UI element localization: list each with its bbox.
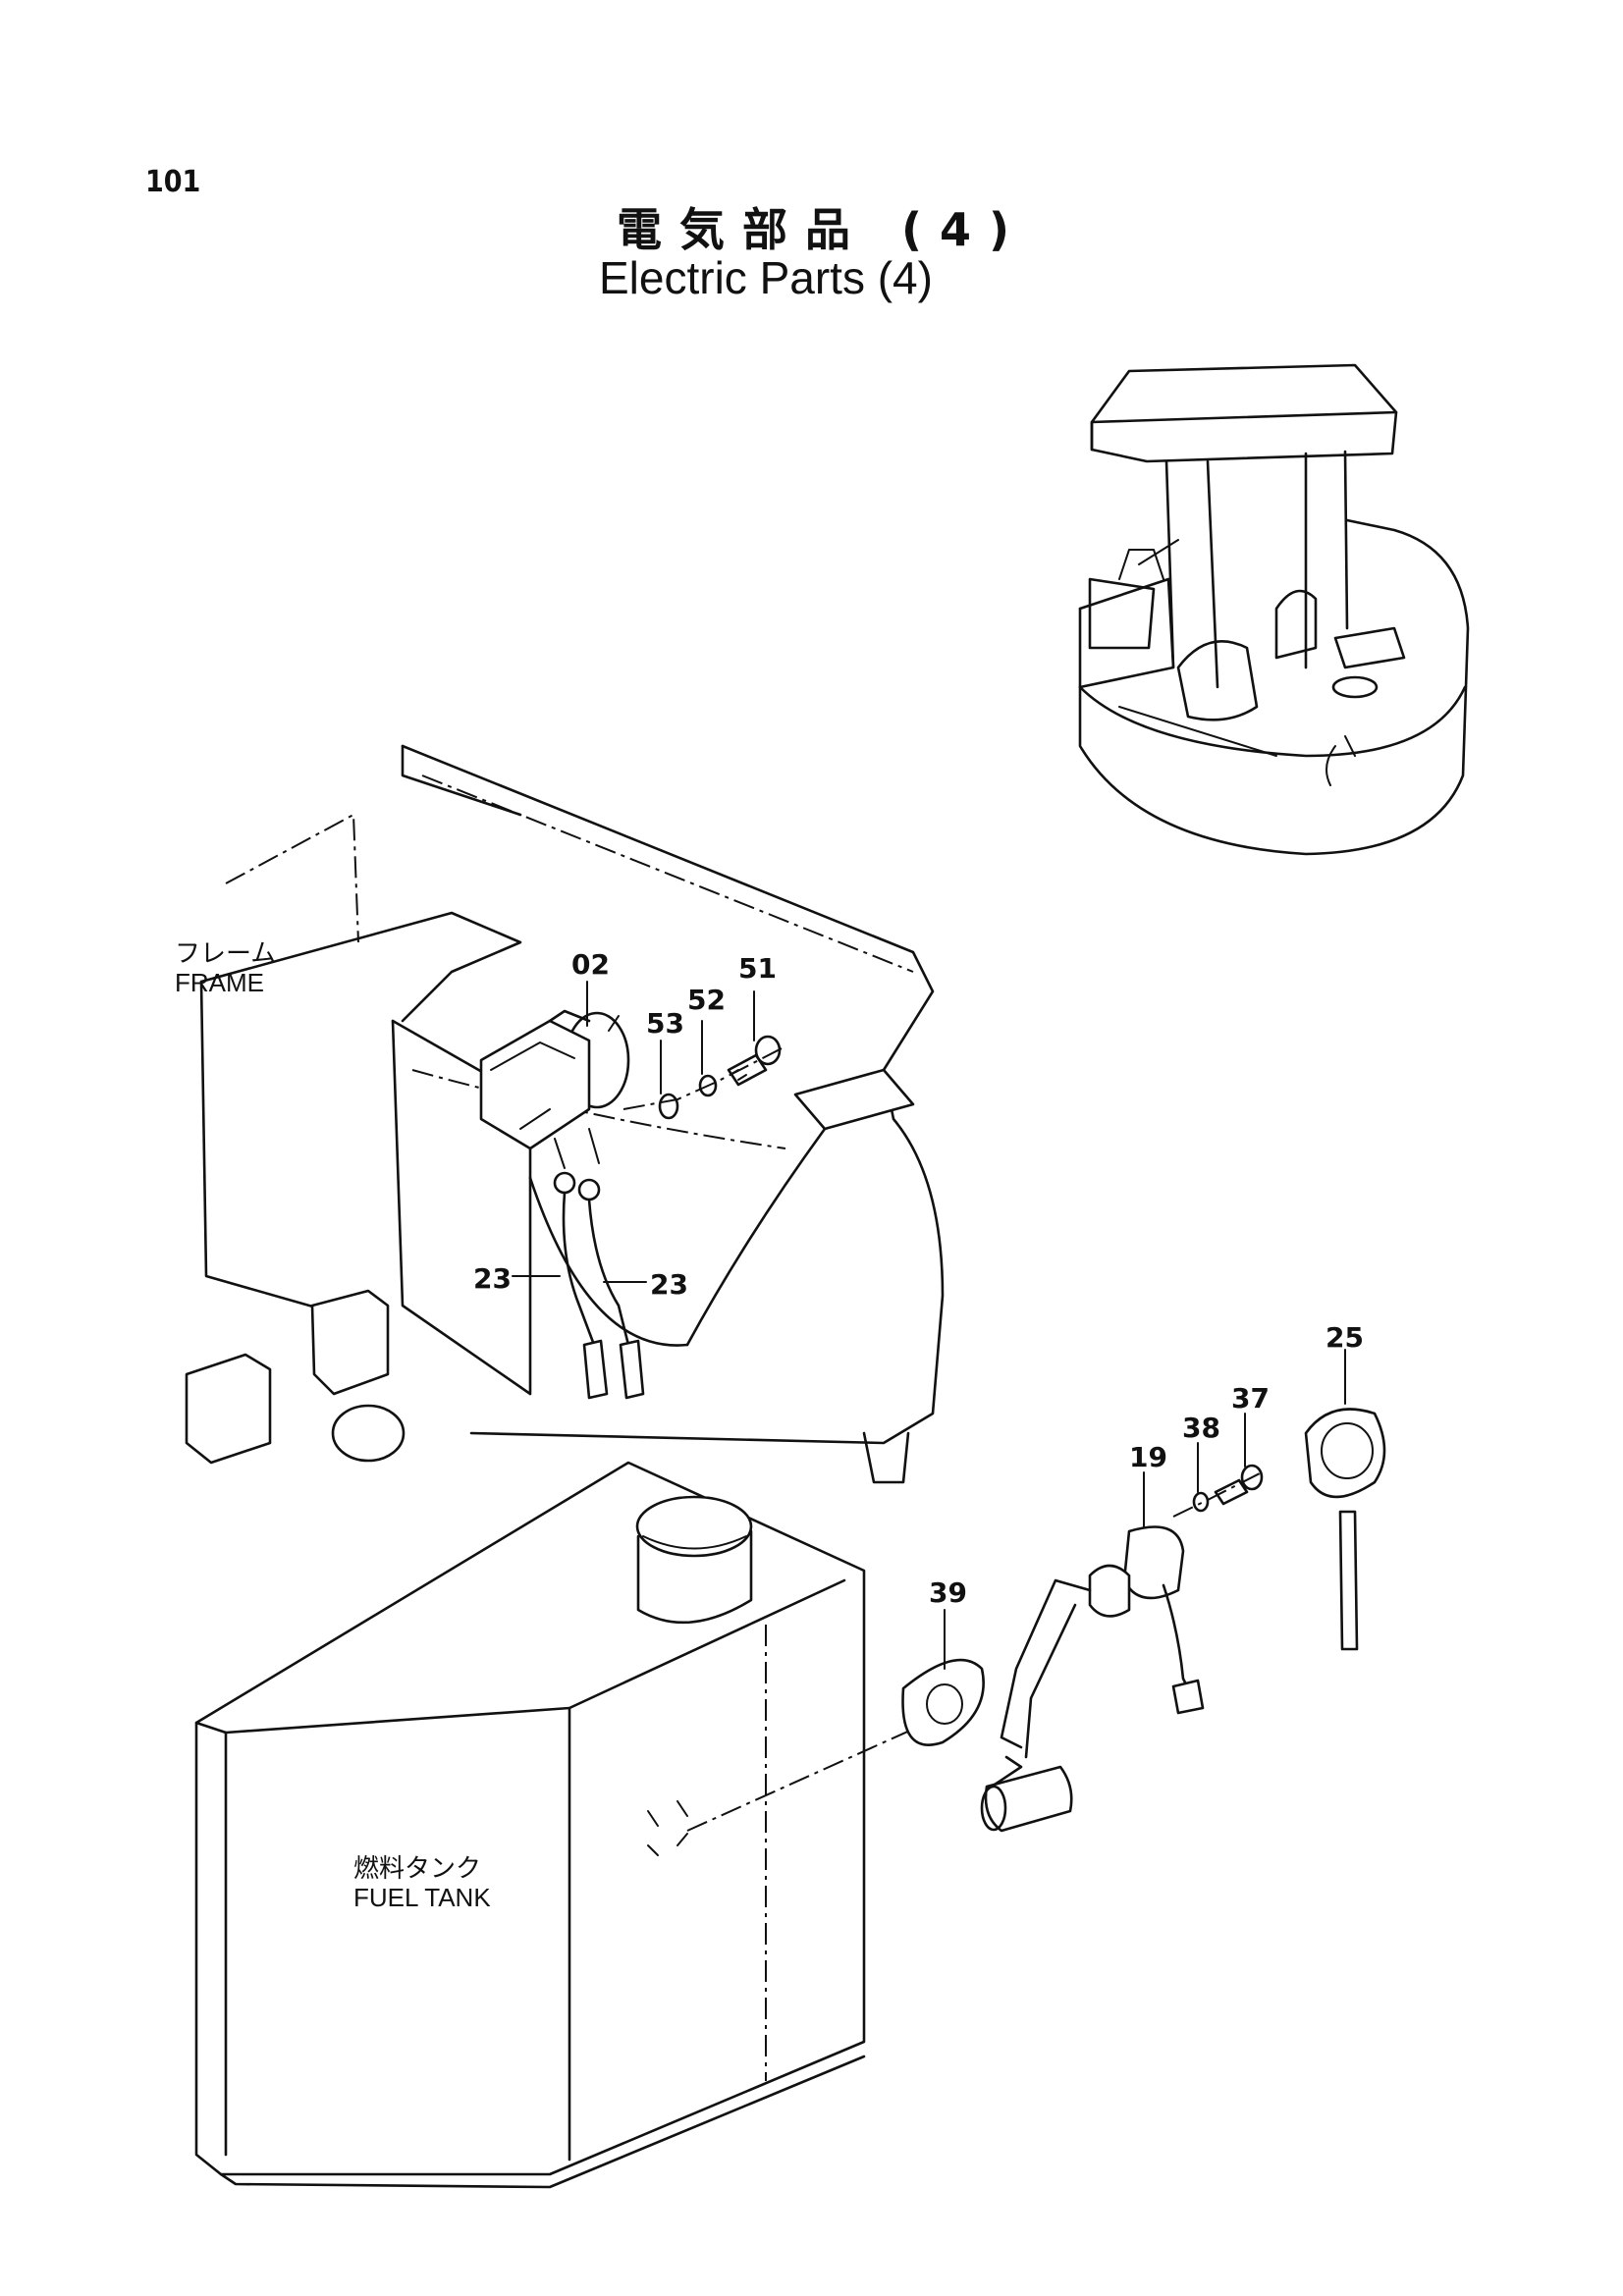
part-19-fuel-sender xyxy=(980,1525,1205,1833)
title-english: Electric Parts (4) xyxy=(599,252,933,303)
part-51-bolt xyxy=(727,1035,782,1087)
page-number: 101 xyxy=(145,165,201,199)
callout-39: 39 xyxy=(929,1576,967,1609)
callout-25: 25 xyxy=(1325,1321,1364,1354)
part-52-washer xyxy=(698,1074,718,1097)
machine-overview-illustration xyxy=(1078,363,1470,856)
part-37-screw xyxy=(1214,1464,1264,1506)
part-53-washer xyxy=(658,1093,679,1120)
fuel-tank-illustration xyxy=(194,1461,983,2189)
part-23-harness xyxy=(553,1171,645,1400)
fuel-tank-label: 燃料タンク FUEL TANK xyxy=(353,1853,491,1912)
callout-23-right: 23 xyxy=(650,1268,688,1301)
frame-label: フレーム FRAME xyxy=(175,938,276,997)
callout-51: 51 xyxy=(738,952,777,985)
callout-19: 19 xyxy=(1129,1441,1167,1473)
callout-23-left: 23 xyxy=(473,1262,512,1295)
frame-label-en: FRAME xyxy=(175,968,264,997)
part-38-washer xyxy=(1192,1491,1210,1513)
frame-label-ja: フレーム xyxy=(175,938,277,968)
part-02-regulator xyxy=(479,1009,630,1169)
frame-illustration xyxy=(185,744,945,1484)
callout-52: 52 xyxy=(687,984,726,1016)
callout-53: 53 xyxy=(646,1007,684,1040)
fuel-tank-label-ja: 燃料タンク xyxy=(353,1853,482,1883)
callout-02: 02 xyxy=(571,948,610,981)
title-japanese: 電気部品 (4) xyxy=(617,203,1028,256)
part-25-tool xyxy=(1304,1408,1386,1651)
callout-38: 38 xyxy=(1182,1412,1220,1444)
fuel-tank-label-en: FUEL TANK xyxy=(353,1883,491,1912)
part-39-gasket xyxy=(901,1658,985,1746)
callout-37: 37 xyxy=(1231,1382,1270,1415)
